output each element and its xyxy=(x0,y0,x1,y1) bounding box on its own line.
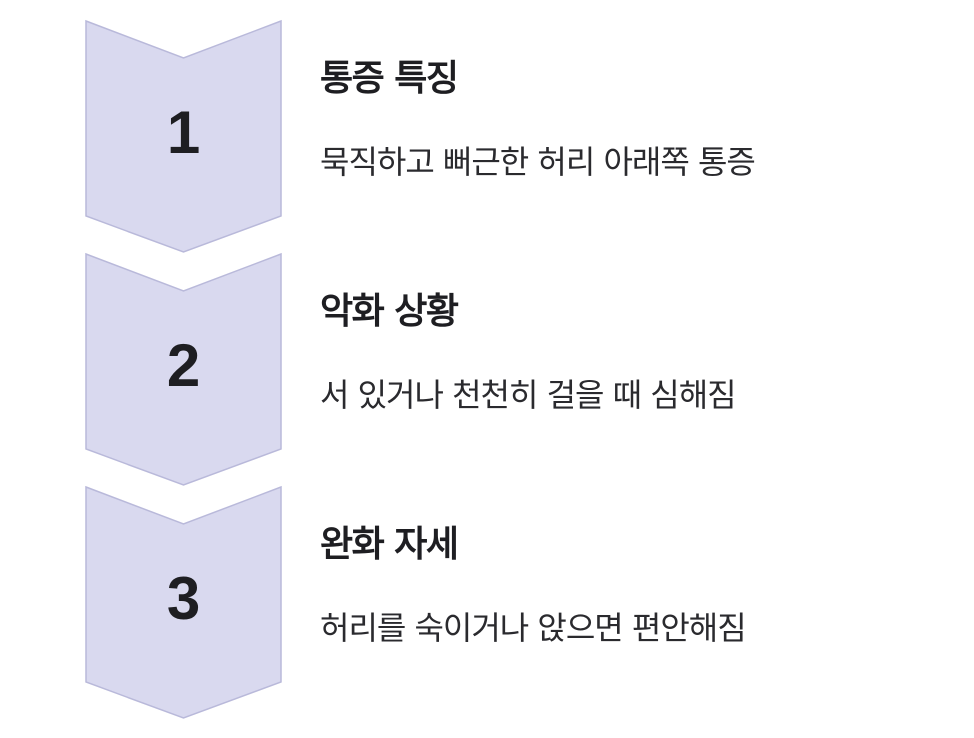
step-number-1: 1 xyxy=(166,99,201,166)
step-number-2: 2 xyxy=(166,332,201,399)
step-description-1: 묵직하고 뻐근한 허리 아래쪽 통증 xyxy=(320,143,756,181)
step-title-2: 악화 상황 xyxy=(320,291,459,332)
step-title-1: 통증 특징 xyxy=(320,58,459,99)
step-title-3: 완화 자세 xyxy=(320,524,459,565)
step-3: 3 완화 자세 허리를 숙이거나 앉으면 편안해짐 xyxy=(0,466,974,719)
step-2: 2 악화 상황 서 있거나 천천히 걸을 때 심해짐 xyxy=(0,233,974,486)
step-description-2: 서 있거나 천천히 걸을 때 심해짐 xyxy=(320,376,737,414)
step-1: 1 통증 특징 묵직하고 뻐근한 허리 아래쪽 통증 xyxy=(0,0,974,253)
chevron-shape-1 xyxy=(85,19,282,253)
chevron-shape-2 xyxy=(85,252,282,486)
chevron-shape-3 xyxy=(85,485,282,719)
step-description-3: 허리를 숙이거나 앉으면 편안해짐 xyxy=(320,609,747,647)
step-number-3: 3 xyxy=(166,565,201,632)
